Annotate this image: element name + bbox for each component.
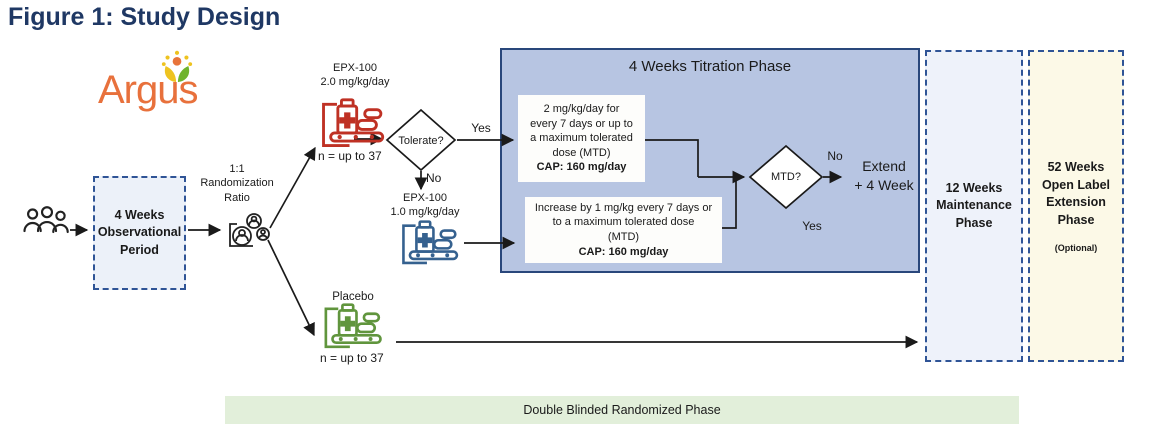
mtd-decision-label: MTD? <box>771 171 801 183</box>
titration-rule-high-box: 2 mg/kg/day for every 7 days or up to a … <box>518 95 645 182</box>
randomization-icon <box>229 213 270 247</box>
epx-high-dose-label: EPX-100 2.0 mg/kg/day <box>320 62 390 89</box>
titration-rule-low-text: Increase by 1 mg/kg every 7 days or to a… <box>534 201 713 243</box>
tolerate-no-label: No <box>426 171 442 185</box>
extension-phase-box: 52 Weeks Open Label Extension Phase (Opt… <box>1028 50 1124 362</box>
medication-bottle-blue-icon <box>402 220 459 265</box>
epx-low-dose-label: EPX-100 1.0 mg/kg/day <box>390 192 460 219</box>
titration-phase-title: 4 Weeks Titration Phase <box>628 58 792 75</box>
medication-bottle-green-icon <box>324 303 382 349</box>
titration-rule-high-text: 2 mg/kg/day for every 7 days or up to a … <box>530 103 633 159</box>
randomization-ratio-label: 1:1 Randomization Ratio <box>200 163 274 204</box>
sprout-icon <box>161 50 193 83</box>
titration-rule-low-box: Increase by 1 mg/kg every 7 days or to a… <box>525 197 722 263</box>
medication-bottle-red-icon <box>322 98 385 147</box>
observational-period-box: 4 Weeks Observational Period <box>93 176 186 290</box>
tolerate-decision-label: Tolerate? <box>398 135 444 147</box>
arrow-randomization-to-placebo <box>267 239 315 337</box>
epx-high-n-label: n = up to 37 <box>318 149 382 163</box>
mtd-yes-label: Yes <box>802 219 822 233</box>
extension-phase-label: 52 Weeks Open Label Extension Phase <box>1041 160 1111 227</box>
argus-logo: Argus <box>98 50 228 128</box>
placebo-label: Placebo <box>332 291 374 303</box>
placebo-n-label: n = up to 37 <box>320 351 384 365</box>
extend-4-week-label: Extend + 4 Week <box>854 158 914 193</box>
people-group-icon <box>23 206 69 234</box>
double-blinded-phase-bar: Double Blinded Randomized Phase <box>225 396 1019 424</box>
extension-optional-note: (Optional) <box>1054 243 1098 253</box>
mtd-no-label: No <box>827 149 843 163</box>
titration-rule-low-cap: CAP: 160 mg/day <box>578 245 669 258</box>
tolerate-yes-label: Yes <box>471 121 491 135</box>
titration-rule-high-cap: CAP: 160 mg/day <box>536 161 627 174</box>
maintenance-phase-box: 12 Weeks Maintenance Phase <box>925 50 1023 362</box>
figure-title: Figure 1: Study Design <box>8 3 281 31</box>
